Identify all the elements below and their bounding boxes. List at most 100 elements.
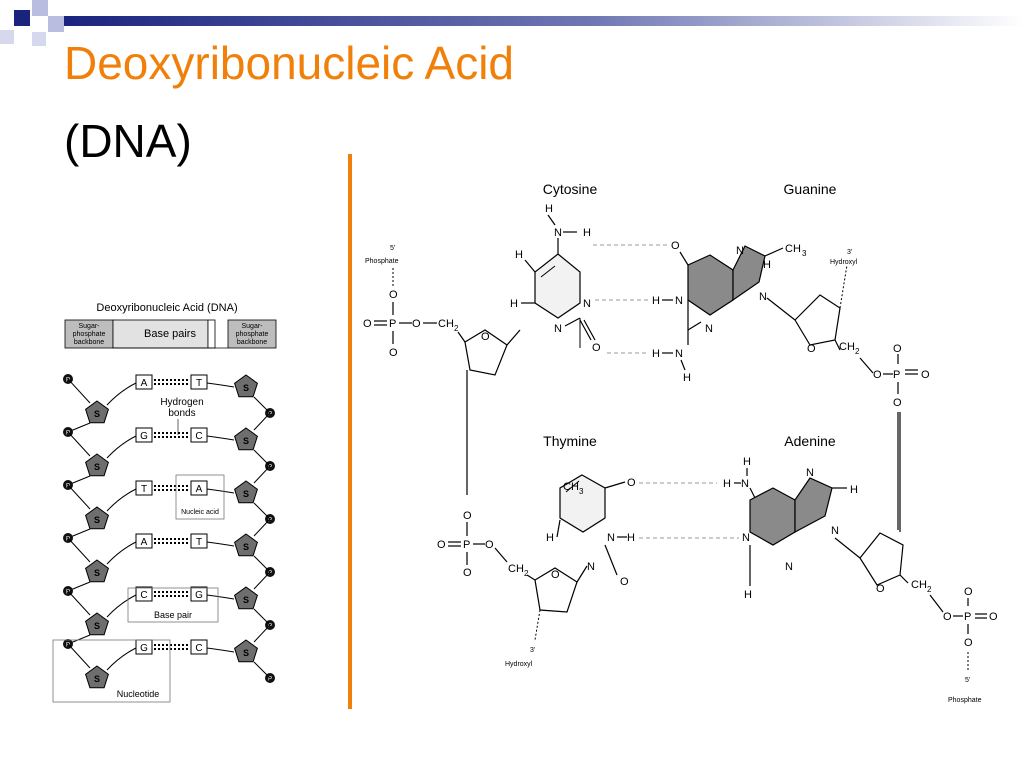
ladder-heading: Deoxyribonucleic Acid (DNA) (96, 302, 237, 314)
sugar-left-0 (85, 400, 109, 424)
svg-text:N: N (806, 467, 814, 479)
slide-subtitle: (DNA) (64, 115, 192, 167)
base-pair-label: Base pair (154, 610, 192, 620)
base-left-letter-1: G (140, 431, 148, 442)
svg-text:N: N (607, 532, 615, 544)
base-right-3 (190, 533, 208, 549)
svg-text:2: 2 (855, 347, 860, 356)
svg-text:2: 2 (927, 585, 932, 594)
base-right-letter-4: G (195, 590, 203, 601)
sugar-right-0 (234, 374, 258, 398)
sugar-left-1 (85, 453, 109, 477)
svg-text:O: O (463, 510, 472, 522)
nucleic-acid-label: Nucleic acid (181, 509, 219, 516)
svg-text:Phosphate: Phosphate (365, 258, 399, 265)
svg-text:N: N (705, 323, 713, 335)
svg-text:3': 3' (530, 647, 535, 654)
svg-text:O: O (989, 611, 998, 623)
svg-text:Hydroxyl: Hydroxyl (505, 661, 533, 668)
phosphate-right-2-letter: P (268, 518, 272, 524)
hydrogen-label-2: bonds (168, 408, 195, 419)
sugar-right-3-letter: S (243, 542, 249, 552)
sugar-right-4-letter: S (243, 595, 249, 605)
svg-text:O: O (921, 369, 930, 381)
base-pairs-header: Base pairs (144, 328, 196, 340)
svg-text:N: N (675, 348, 683, 360)
sugar-left-5 (85, 665, 109, 689)
svg-text:O: O (389, 289, 398, 301)
svg-text:N: N (742, 532, 750, 544)
sugar-left-4 (85, 612, 109, 636)
svg-text:O: O (964, 637, 973, 649)
sugar-right-0-letter: S (243, 383, 249, 393)
svg-text:CH: CH (911, 579, 927, 591)
sugar-left-4-letter: S (94, 621, 100, 631)
svg-text:H: H (723, 478, 731, 490)
base-right-letter-1: C (195, 431, 202, 442)
svg-text:O: O (627, 477, 636, 489)
base-left-letter-3: A (141, 537, 148, 548)
sugar-right-4 (234, 586, 258, 610)
dna-ladder-diagram: Deoxyribonucleic Acid (DNA) Sugar- phosp… (52, 302, 277, 703)
base-right-2 (190, 480, 208, 496)
svg-text:2: 2 (454, 324, 459, 333)
base-left-1 (135, 427, 153, 443)
hydrogen-label-1: Hydrogen (160, 397, 203, 408)
svg-text:N: N (583, 298, 591, 310)
base-right-letter-3: T (196, 537, 202, 548)
svg-text:CH: CH (785, 243, 801, 255)
phosphate-right-4-letter: P (268, 624, 272, 630)
svg-text:O: O (876, 583, 885, 595)
sugar-right-5 (234, 639, 258, 663)
svg-text:H: H (743, 456, 751, 468)
svg-text:2: 2 (524, 569, 529, 578)
base-left-letter-2: T (141, 484, 147, 495)
svg-text:H: H (652, 348, 660, 360)
svg-text:O: O (943, 611, 952, 623)
sugar-left-3-letter: S (94, 568, 100, 578)
svg-text:O: O (873, 369, 882, 381)
base-left-letter-0: A (141, 378, 148, 389)
phosphate-right-1-letter: P (268, 465, 272, 471)
backbone-label-right-3: backbone (237, 339, 267, 346)
svg-text:N: N (554, 227, 562, 239)
base-left-4 (135, 586, 153, 602)
backbone-label-right-1: Sugar- (241, 323, 263, 330)
svg-text:N: N (741, 478, 749, 490)
svg-text:H: H (627, 532, 635, 544)
svg-text:H: H (744, 589, 752, 601)
svg-text:O: O (807, 343, 816, 355)
sugar-left-2-letter: S (94, 515, 100, 525)
svg-text:H: H (850, 484, 858, 496)
svg-text:N: N (554, 323, 562, 335)
svg-text:5': 5' (965, 677, 970, 684)
base-right-5 (190, 639, 208, 655)
title-bar-decoration (0, 0, 1024, 50)
svg-text:H: H (510, 298, 518, 310)
base-left-2 (135, 480, 153, 496)
label-cytosine: Cytosine (543, 181, 598, 197)
svg-text:O: O (893, 397, 902, 409)
svg-text:O: O (620, 576, 629, 588)
sugar-right-2-letter: S (243, 489, 249, 499)
svg-text:H: H (763, 259, 771, 271)
svg-text:N: N (831, 525, 839, 537)
svg-text:O: O (363, 318, 372, 330)
svg-text:N: N (587, 561, 595, 573)
base-left-letter-5: G (140, 643, 148, 654)
svg-text:CH: CH (438, 318, 454, 330)
svg-text:N: N (785, 561, 793, 573)
phosphate-left-1-letter: P (66, 431, 70, 437)
base-left-letter-4: C (140, 590, 147, 601)
slide-title: Deoxyribonucleic Acid (64, 37, 515, 89)
phosphate-left-4-letter: P (66, 590, 70, 596)
svg-text:H: H (546, 532, 554, 544)
sugar-left-0-letter: S (94, 409, 100, 419)
base-left-0 (135, 374, 153, 390)
nucleotide-label: Nucleotide (117, 689, 160, 699)
svg-text:O: O (437, 539, 446, 551)
svg-text:N: N (736, 245, 744, 257)
svg-text:Hydroxyl: Hydroxyl (830, 259, 858, 266)
svg-text:CH: CH (563, 481, 579, 493)
sugar-left-5-letter: S (94, 674, 100, 684)
